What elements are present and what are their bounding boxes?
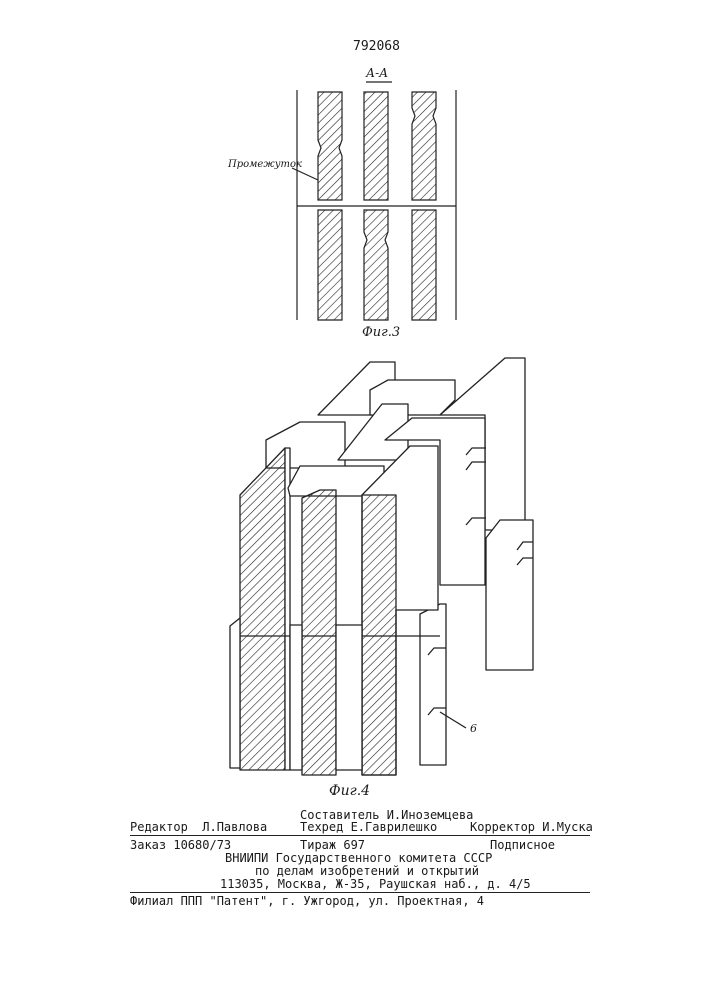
ref-label-6: 6 [470, 722, 477, 736]
corrector: Корректор И.Муска [470, 820, 593, 834]
circulation: Тираж 697 [300, 838, 365, 852]
org-line1: ВНИИПИ Государственного комитета СССР [225, 851, 492, 865]
divider-line [130, 835, 590, 836]
org-address: 113035, Москва, Ж-35, Раушская наб., д. … [220, 877, 531, 891]
fig3-caption: Фиг.3 [362, 326, 400, 340]
order: Заказ 10680/73 [130, 838, 231, 852]
fig3-section-drawing [292, 82, 456, 320]
fig4-assembly-drawing [230, 358, 533, 775]
branch: Филиал ППП "Патент", г. Ужгород, ул. Про… [130, 894, 484, 908]
subscription: Подписное [490, 838, 555, 852]
editor: Редактор Л.Павлова [130, 820, 267, 834]
divider-line [130, 892, 590, 893]
section-label: А-А [366, 66, 388, 80]
org-line2: по делам изобретений и открытий [255, 864, 479, 878]
gap-label: Промежуток [228, 158, 302, 172]
fig4-caption: Фиг.4 [329, 784, 370, 798]
techred: Техред Е.Гаврилешко [300, 820, 437, 834]
